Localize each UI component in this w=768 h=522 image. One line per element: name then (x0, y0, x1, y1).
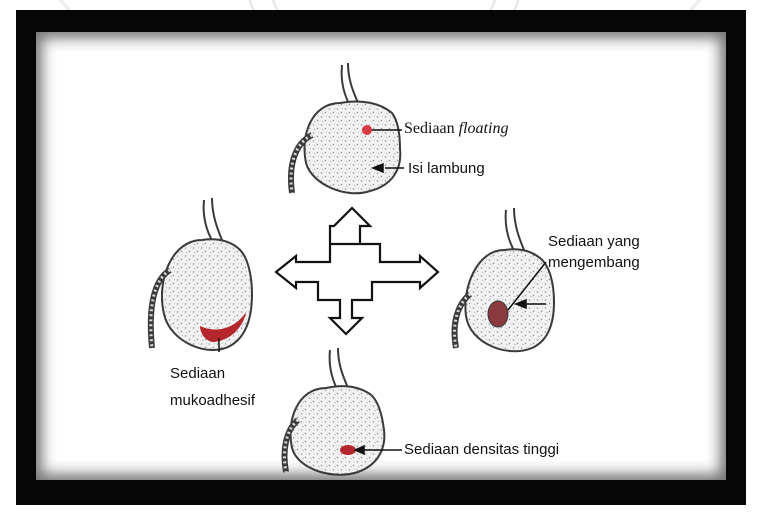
mucoadhesive-label-line2: mukoadhesif (170, 392, 255, 409)
stomach-contents-label: Isi lambung (408, 160, 485, 177)
swelling-dosage-label-line1: Sediaan yang (548, 233, 640, 250)
swelling-dosage-label-line2: mengembang (548, 254, 640, 271)
stomach-icon (291, 63, 400, 193)
four-way-arrow-icon (276, 208, 438, 334)
stomach-icon (151, 198, 252, 350)
stomach-icon (455, 208, 554, 351)
mucoadhesive-label-line1: Sediaan (170, 365, 225, 382)
stomach-icon (285, 348, 385, 475)
floating-label-prefix: Sediaan (404, 120, 455, 137)
floating-label-italic: floating (459, 120, 509, 137)
floating-dosage-label: Sediaan floating (404, 120, 508, 138)
high-density-label: Sediaan densitas tinggi (404, 441, 559, 458)
